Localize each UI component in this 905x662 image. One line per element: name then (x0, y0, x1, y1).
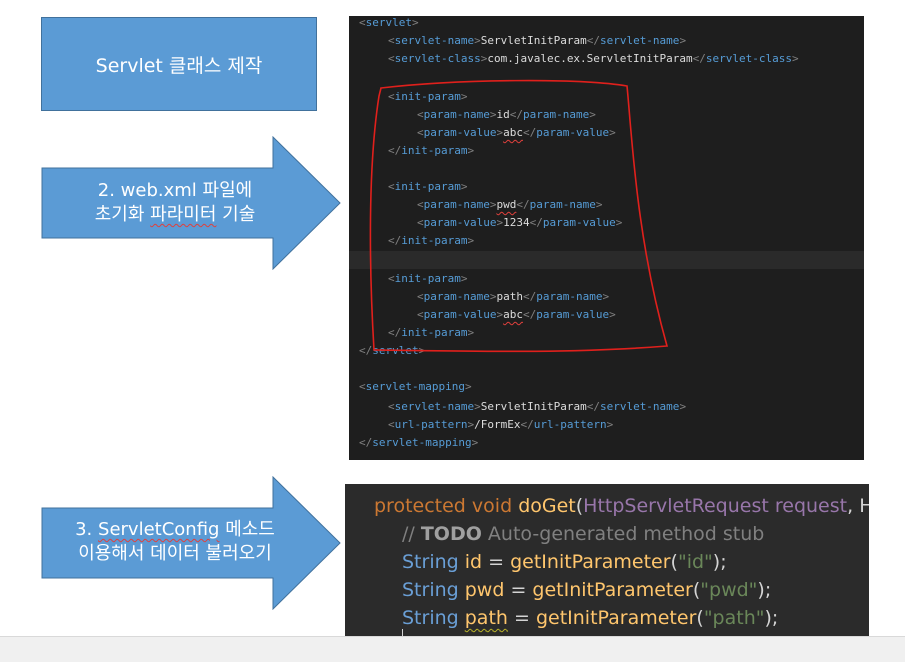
xml-param-value: <param-value>1234</param-value> (417, 216, 623, 229)
java-method-signature: protected void doGet(HttpServletRequest … (374, 495, 869, 517)
xml-param-name: <param-name>id</param-name> (417, 108, 596, 121)
bottom-status-bar (0, 636, 905, 662)
xml-servlet-mapping-close: </servlet-mapping> (359, 436, 479, 449)
xml-url-pattern: <url-pattern>/FormEx</url-pattern> (388, 418, 614, 431)
step3-line1-prefix: 3. (75, 519, 99, 540)
xml-param-value: <param-value>abc</param-value> (417, 308, 616, 321)
java-comment: // TODO Auto-generated method stub (402, 523, 765, 545)
step2-arrow: 2. web.xml 파일에 초기화 파라미터 기술 (41, 136, 341, 270)
xml-init-param-close: </init-param> (388, 234, 475, 247)
step3-text: 3. ServletConfig 메소드 이용해서 데이터 불러오기 (41, 518, 309, 566)
xml-code-panel: <servlet> <servlet-name>ServletInitParam… (349, 16, 864, 460)
java-code-panel: protected void doGet(HttpServletRequest … (345, 484, 869, 650)
step2-line2: 초기화 파라미터 기술 (41, 203, 309, 227)
step1-label: Servlet 클래스 제작 (95, 54, 263, 77)
step2-line2-underlined: 파라미터 (150, 204, 217, 225)
xml-mapping-servlet-name: <servlet-name>ServletInitParam</servlet-… (388, 400, 687, 413)
xml-init-param-open: <init-param> (388, 180, 468, 193)
step2-line1: 2. web.xml 파일에 (97, 180, 253, 201)
step1-box: Servlet 클래스 제작 (41, 17, 317, 111)
xml-servlet-name: <servlet-name>ServletInitParam</servlet-… (388, 34, 687, 47)
xml-servlet-mapping-open: <servlet-mapping> (359, 380, 472, 393)
step2-line2-suffix: 기술 (216, 204, 256, 225)
xml-init-param-close: </init-param> (388, 326, 475, 339)
step2-text: 2. web.xml 파일에 초기화 파라미터 기술 (41, 179, 309, 227)
step3-arrow: 3. ServletConfig 메소드 이용해서 데이터 불러오기 (41, 476, 341, 610)
xml-init-param-close: </init-param> (388, 144, 475, 157)
java-line-id: String id = getInitParameter("id"); (402, 551, 727, 573)
xml-init-param-open: <init-param> (388, 272, 468, 285)
step2-line2-prefix: 초기화 (94, 204, 151, 225)
current-line-highlight (349, 251, 864, 269)
xml-init-param-open: <init-param> (388, 90, 468, 103)
step2-arrow-shape (41, 136, 341, 270)
xml-servlet-class: <servlet-class>com.javalec.ex.ServletIni… (388, 52, 799, 65)
xml-param-name: <param-name>path</param-name> (417, 290, 610, 303)
red-annotation-outline (369, 79, 669, 353)
step3-line2: 이용해서 데이터 불러오기 (78, 543, 272, 564)
xml-param-name: <param-name>pwd</param-name> (417, 198, 603, 211)
xml-param-value: <param-value>abc</param-value> (417, 126, 616, 139)
java-line-pwd: String pwd = getInitParameter("pwd"); (402, 579, 772, 601)
step3-arrow-shape (41, 476, 341, 610)
step3-line1: 3. ServletConfig 메소드 (41, 518, 309, 542)
java-line-path: String path = getInitParameter("path"); (402, 607, 779, 629)
step3-line1-suffix: 메소드 (219, 519, 275, 540)
step3-line1-underlined: ServletConfig (98, 519, 220, 540)
xml-servlet-open: <servlet> (359, 16, 419, 29)
